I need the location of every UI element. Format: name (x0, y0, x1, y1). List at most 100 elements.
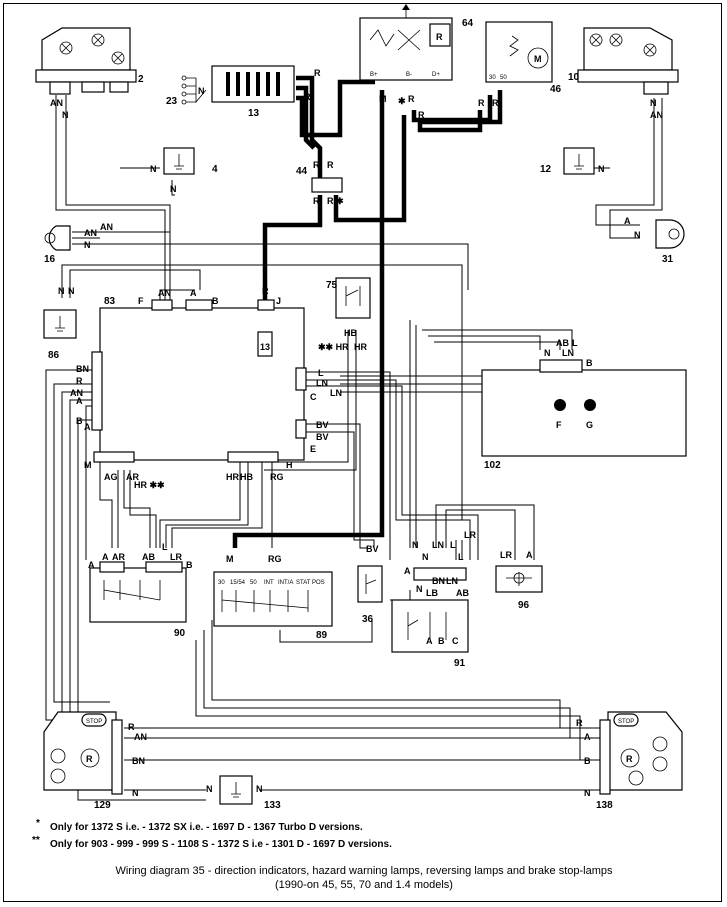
wire-a-96: A (526, 550, 533, 560)
wire-n-138: N (584, 788, 591, 798)
wire-a-83b: A (76, 396, 83, 406)
component-102: B N AB LN L F G 102 (481, 338, 687, 471)
wire-r-83b: R (76, 376, 83, 386)
component-10-front-lamp-right: 10 N AN (568, 27, 679, 120)
wire-n-133b: N (256, 784, 263, 794)
label-13b: 13 (260, 342, 270, 352)
label-86: 86 (48, 350, 60, 361)
wire-r-129: R (128, 722, 135, 732)
term-c-91: C (452, 636, 459, 646)
wire-hb-75: HB (344, 328, 357, 338)
wire-m-89: M (226, 554, 234, 564)
conn-a-83: A (84, 422, 91, 432)
wire-l-90: L (162, 542, 168, 552)
wire-bn-91: BN (432, 576, 445, 586)
wire-star: ✱ (398, 96, 406, 106)
diagram-frame (3, 3, 722, 902)
wire-ab-102: AB (556, 338, 569, 348)
wire-n-91c: N (416, 584, 423, 594)
term-a-91: A (426, 636, 433, 646)
label-23: 23 (166, 96, 178, 107)
caption: Wiring diagram 35 - direction indicators… (115, 865, 613, 891)
conn-a-91: A (404, 566, 411, 576)
wire-n-129: N (132, 788, 139, 798)
wire-an-83: AN (158, 288, 171, 298)
wire-bv-36: BV (366, 544, 379, 554)
component-129-rear-lamp-left: STOP R R AN BN N 129 (43, 711, 147, 811)
caption-line-1: Wiring diagram 35 - direction indicators… (115, 865, 613, 877)
label-13: 13 (248, 108, 260, 119)
term-r-138: R (626, 754, 633, 764)
term-r: R (436, 32, 443, 42)
wire-ln-83: LN (316, 378, 328, 388)
wire-n: N (62, 110, 69, 120)
label-129: 129 (94, 800, 111, 811)
label-138: 138 (596, 800, 613, 811)
wire-lr-91: LR (464, 530, 476, 540)
wire-r-44b: R (327, 160, 334, 170)
component-90: A B A AR AB L LR 90 (88, 542, 193, 639)
term-dplus: D+ (432, 72, 440, 78)
component-23-13-fuse: N 23 13 R R (166, 65, 321, 119)
component-46-starter: M 30 50 46 R R R (418, 21, 562, 120)
wire-bv-83a: BV (316, 420, 329, 430)
conn-b-top: B (212, 296, 219, 306)
caption-line-2: (1990-on 45, 55, 70 and 1.4 models) (275, 879, 453, 891)
wire-n-16: N (84, 240, 91, 250)
wire-rg-89: RG (268, 554, 282, 564)
note-single-mark: * (36, 818, 40, 829)
term-b-91: B (438, 636, 445, 646)
wire-an: AN (50, 98, 63, 108)
wire-n-91a: N (412, 540, 419, 550)
label-46: 46 (550, 84, 562, 95)
wire-r-46c: R (418, 110, 425, 120)
term-f: F (556, 420, 562, 430)
wire-an-129: AN (134, 732, 147, 742)
conn-a-90: A (88, 560, 95, 570)
label-90: 90 (174, 628, 186, 639)
term-r-129: R (86, 754, 93, 764)
wire-ar-90: AR (112, 552, 125, 562)
wire-r-44d: R ✱ (327, 196, 344, 206)
component-44-connector: 44 R R R R ✱ (296, 160, 344, 206)
wire-lr-96: LR (500, 550, 512, 560)
conn-e: E (310, 444, 316, 454)
wire-an-16b: AN (84, 228, 97, 238)
wire-r-44c: R (313, 196, 320, 206)
label-12: 12 (540, 164, 552, 175)
label-96: 96 (518, 600, 530, 611)
wire-r-138: R (576, 718, 583, 728)
wire-bn-83: BN (76, 364, 89, 374)
component-86: 86 N N (43, 286, 77, 361)
term-30: 30 (489, 75, 496, 81)
wire-r-83: R (262, 286, 269, 296)
term-30-89: 30 (218, 580, 225, 586)
wire-hr-stars: HR ✱✱ (134, 480, 165, 490)
conn-f: F (138, 296, 144, 306)
wire-a-138: A (584, 732, 591, 742)
component-91: A A B C N N LN L L LR N LB BN LN AB 91 (391, 530, 476, 669)
term-stat: STAT (296, 580, 311, 586)
term-1554: 15/54 (230, 580, 246, 586)
label-83: 83 (104, 296, 116, 307)
wire-lb-91: LB (426, 588, 438, 598)
component-4-relay: 4 N N (150, 147, 218, 194)
wire-ln-102: LN (562, 348, 574, 358)
wire-ab-91: AB (456, 588, 469, 598)
term-bminus: B- (406, 72, 412, 78)
wire-ln-83b: LN (330, 388, 342, 398)
label-44: 44 (296, 166, 308, 177)
conn-m-83: M (84, 460, 92, 470)
wire-n-4b: N (170, 184, 177, 194)
label-2: 2 (138, 74, 144, 85)
wire-r-2: R (304, 92, 311, 102)
note-single: Only for 1372 S i.e. - 1372 SX i.e. - 16… (50, 822, 363, 833)
term-int: INT (264, 580, 274, 586)
label-4: 4 (212, 164, 218, 175)
label-91: 91 (454, 658, 466, 669)
wire-hr-75: HR (354, 342, 367, 352)
component-2-front-lamp-left: 2 AN N (35, 27, 144, 120)
wire-r-44a: R (313, 160, 320, 170)
wire-an-right: AN (650, 110, 663, 120)
